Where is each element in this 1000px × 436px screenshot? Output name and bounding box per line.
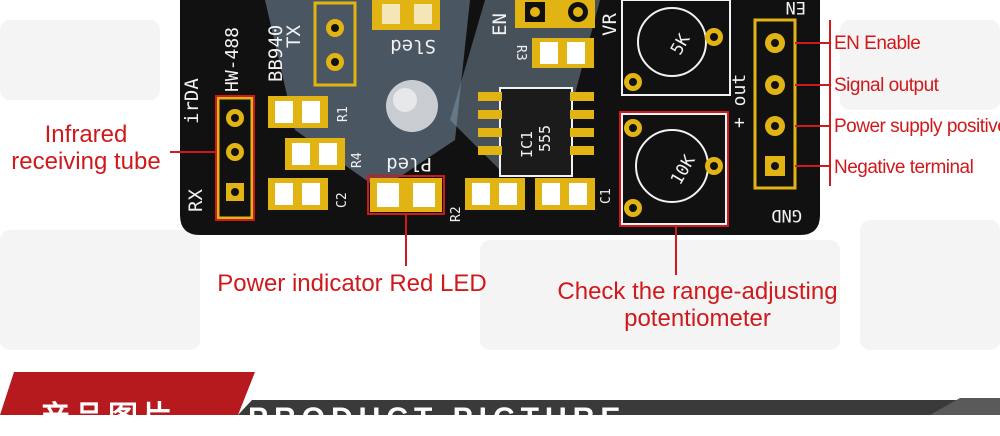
silk-pled: Pled xyxy=(386,153,432,175)
silk-rx: RX xyxy=(185,189,207,212)
r4-pads xyxy=(285,138,345,170)
silk-r3: R3 xyxy=(513,45,528,61)
sled-pads xyxy=(372,0,440,30)
mounting-hole-highlight xyxy=(393,88,417,112)
silk-vr: VR xyxy=(599,13,621,36)
pot-5k xyxy=(621,0,731,96)
silk-sled: Sled xyxy=(390,35,436,57)
label-en-enable: EN Enable xyxy=(834,33,921,54)
label-signal-output: Signal output xyxy=(834,75,939,96)
silk-tx: TX xyxy=(283,25,305,48)
ic-555 xyxy=(478,87,594,177)
silk-r4: R4 xyxy=(350,152,365,168)
silk-part: BB940 xyxy=(265,25,287,82)
silk-en: EN xyxy=(489,13,511,36)
silk-out: + out xyxy=(729,74,750,128)
tx-header xyxy=(313,1,357,87)
r3-pads xyxy=(532,38,594,68)
silk-c2: C2 xyxy=(335,192,350,208)
label-negative-terminal: Negative terminal xyxy=(834,157,974,178)
label-power-supply-positive: Power supply positive xyxy=(834,116,1000,137)
label-potentiometer: Check the range-adjusting potentiometer xyxy=(557,278,838,332)
r2-pads xyxy=(465,178,525,210)
silk-ic-part: 555 xyxy=(536,125,554,152)
label-infrared-receiving-tube: Infrared receiving tube xyxy=(11,121,161,175)
callout-lines xyxy=(170,20,831,275)
product-image-canvas: irDA HW-488 RX BB940 TX R1 R4 C2 Sled Pl… xyxy=(0,0,1000,415)
pcb-illustration: irDA HW-488 RX BB940 TX R1 R4 C2 Sled Pl… xyxy=(0,0,1000,415)
banner-chinese-title: 产品图片 xyxy=(40,400,176,435)
silk-irda: irDA xyxy=(181,78,203,124)
ir-header xyxy=(216,96,254,220)
silk-r1: R1 xyxy=(336,106,351,122)
silk-c1: C1 xyxy=(599,188,614,204)
silk-ic-name: IC1 xyxy=(518,131,536,158)
c2-pads xyxy=(268,178,328,210)
r1-pads xyxy=(268,96,328,128)
silk-r2: R2 xyxy=(449,206,464,222)
product-picture-banner xyxy=(0,372,1000,415)
pot-10k xyxy=(621,113,727,225)
output-header xyxy=(753,18,797,190)
banner-english-title: PRODUCT PICTURE xyxy=(248,402,627,435)
c1-pads xyxy=(535,178,595,210)
pled-pads xyxy=(370,178,442,212)
en-header xyxy=(515,0,595,28)
label-power-indicator: Power indicator Red LED xyxy=(217,270,487,297)
silk-gnd: GND xyxy=(771,205,802,225)
silk-en-top: EN xyxy=(786,0,806,17)
background-watermark xyxy=(0,20,1000,350)
silk-model: HW-488 xyxy=(222,27,243,92)
